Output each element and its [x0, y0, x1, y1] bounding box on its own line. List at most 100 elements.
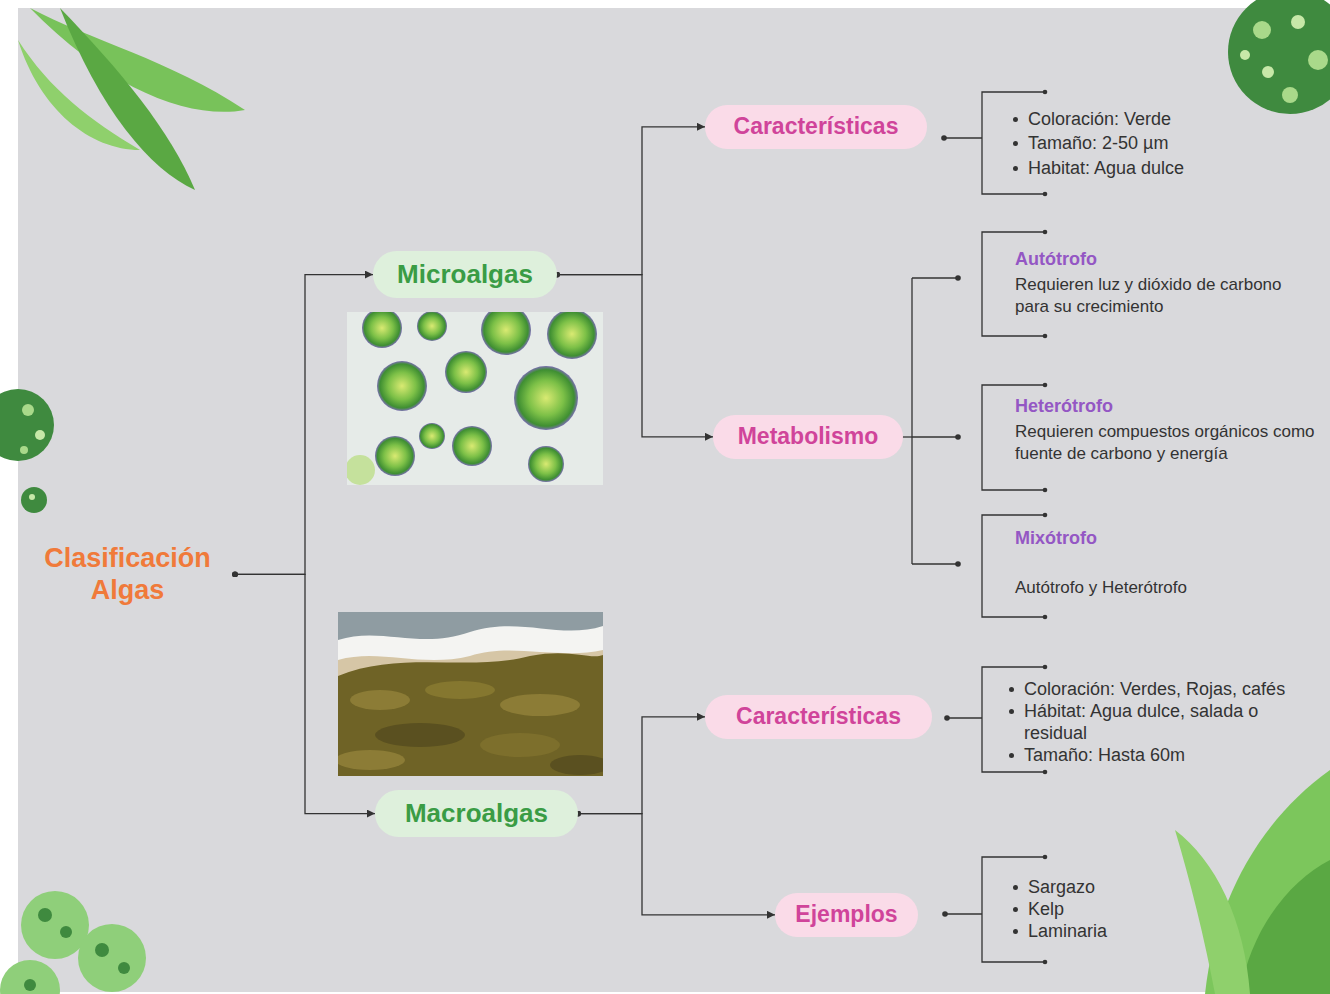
bracket-dots — [955, 434, 961, 440]
bullet-dot — [1013, 141, 1018, 146]
bracket-lines — [912, 563, 958, 564]
bullet-item: Habitat: Agua dulce — [1028, 157, 1184, 179]
cell-decoration — [29, 494, 35, 500]
topic-pill: Características — [705, 695, 932, 739]
bracket-dots — [1043, 230, 1048, 235]
microalgae-photo — [419, 423, 445, 449]
bracket-dots — [1043, 488, 1048, 493]
node-text: Características — [719, 703, 918, 731]
bracket-lines — [947, 717, 982, 718]
cell-decoration — [1282, 87, 1298, 103]
leaf-decoration — [1175, 830, 1250, 994]
metabolism-heading: Heterótrofo — [1015, 395, 1113, 417]
category-pill: Microalgas — [373, 251, 557, 298]
cell-decoration — [95, 943, 109, 957]
bullet-item: Laminaria — [1028, 920, 1107, 942]
cell-decoration — [0, 960, 60, 994]
cell-decoration — [0, 389, 54, 461]
bracket-dots — [1043, 90, 1048, 95]
cell-decoration — [1253, 21, 1271, 39]
microalgae-photo — [547, 312, 597, 359]
macroalgae-photo — [350, 690, 410, 710]
bracket-dots — [1043, 383, 1048, 388]
bracket-lines — [944, 137, 982, 138]
node-text: Clasificación Algas — [20, 542, 235, 607]
cell-decoration — [21, 891, 89, 959]
leaf-decoration — [18, 8, 1330, 994]
topic-pill: Características — [705, 105, 927, 149]
macroalgae-photo — [338, 612, 603, 776]
bullet-dot — [1013, 907, 1018, 912]
bullet-dot — [1013, 117, 1018, 122]
category-pill: Macroalgas — [375, 790, 578, 837]
bullet-item: Tamaño: 2-50 µm — [1028, 132, 1168, 154]
bracket-dots — [1043, 513, 1048, 518]
bullet-dot — [1009, 753, 1014, 758]
bracket-dots — [1043, 665, 1048, 670]
bracket-lines — [880, 92, 1045, 962]
bullet-item: Coloración: Verdes, Rojas, cafés — [1024, 678, 1285, 700]
cell-decoration — [1291, 15, 1305, 29]
macroalgae-photo — [338, 750, 405, 770]
microalgae-photo — [375, 436, 415, 476]
cell-decoration — [35, 430, 45, 440]
root-title: Clasificación Algas — [20, 542, 235, 607]
bullet-dot — [1013, 885, 1018, 890]
bracket-dots — [942, 911, 948, 917]
microalgae-photo — [528, 446, 564, 482]
bracket-dots — [941, 90, 1047, 965]
bracket-lines — [912, 436, 958, 437]
microalgae-photo — [377, 361, 427, 411]
microalgae-photo — [445, 351, 487, 393]
bullet-dot — [1013, 929, 1018, 934]
bracket-dots — [1043, 960, 1048, 965]
connector — [235, 275, 373, 575]
cell-decoration — [60, 926, 72, 938]
bracket-dots — [1043, 192, 1048, 197]
bracket-dots — [955, 275, 961, 281]
connector — [235, 574, 375, 813]
macroalgae-photo — [480, 733, 560, 757]
connector-group — [235, 127, 775, 915]
bullet-item: Coloración: Verde — [1028, 108, 1171, 130]
bracket-dots — [1043, 334, 1048, 339]
node-text: Metabolismo — [727, 423, 889, 451]
cell-decoration — [38, 908, 52, 922]
connector — [578, 717, 705, 814]
macroalgae-photo — [375, 723, 465, 747]
leaf-decoration — [18, 40, 140, 150]
node-text: Ejemplos — [789, 901, 904, 929]
panel-ground — [18, 8, 1330, 992]
connector — [557, 275, 713, 437]
macroalgae-photo — [425, 681, 495, 699]
macroalgae-photo — [550, 755, 603, 775]
cell-decoration — [1262, 66, 1274, 78]
bullet-dot — [1009, 709, 1014, 714]
metabolism-description: Autótrofo y Heterótrofo — [1015, 577, 1187, 599]
bullet-dot — [1009, 687, 1014, 692]
microalgae-photo — [347, 455, 375, 485]
metabolism-description: Requieren luz y dióxido de carbono para … — [1015, 274, 1320, 318]
metabolism-heading: Autótrofo — [1015, 248, 1097, 270]
cell-decoration — [1228, 0, 1330, 114]
topic-pill: Metabolismo — [713, 415, 903, 459]
macroalgae-photo — [500, 694, 580, 716]
bullet-item: Hábitat: Agua dulce, salada o residual — [1024, 700, 1292, 744]
cell-decoration — [1308, 50, 1328, 70]
bullet-item: Kelp — [1028, 898, 1064, 920]
bracket-lines — [945, 913, 982, 914]
cell-decoration — [24, 979, 36, 991]
microalgae-photo — [514, 366, 578, 430]
metabolism-heading: Mixótrofo — [1015, 527, 1097, 549]
cell-decoration — [21, 487, 47, 513]
microalgae-photo — [417, 312, 447, 341]
node-text: Características — [719, 113, 913, 141]
bracket-dots — [1043, 855, 1048, 860]
cell-decoration — [118, 962, 130, 974]
bullet-item: Tamaño: Hasta 60m — [1024, 744, 1185, 766]
bracket-dots — [944, 715, 950, 721]
bullet-dot — [1013, 166, 1018, 171]
microalgae-photo — [362, 312, 402, 348]
connector — [578, 814, 775, 915]
